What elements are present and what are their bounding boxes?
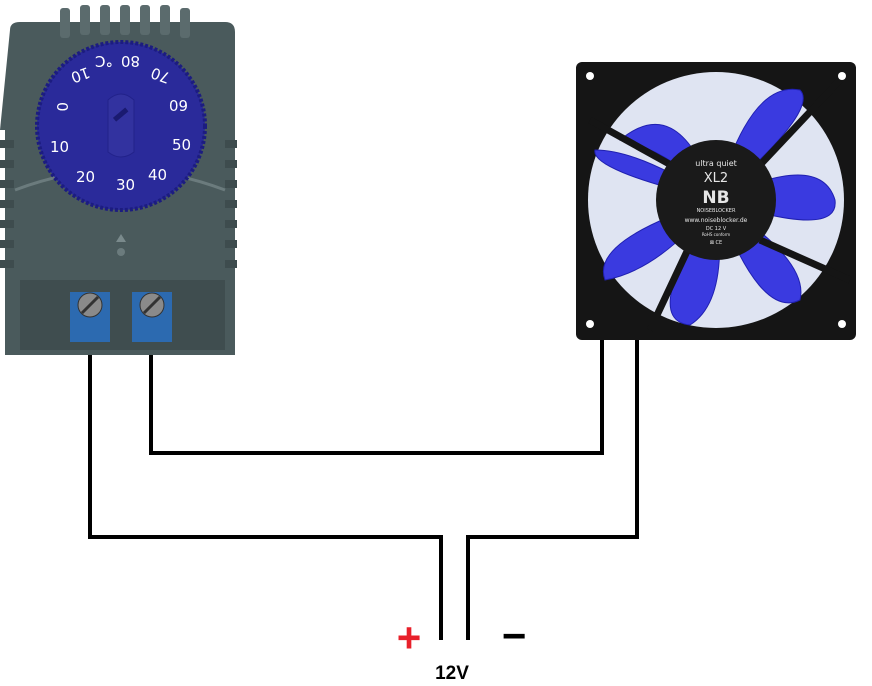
fan-marks: ⊠ CE: [710, 240, 722, 246]
minus-sign: −: [502, 612, 527, 659]
dial-scale: 0 10 20 30 40 50 60 70 80 °C 10: [50, 52, 191, 194]
thermostat: 0 10 20 30 40 50 60 70 80 °C 10: [0, 5, 237, 355]
fan-url: www.noiseblocker.de: [685, 217, 748, 224]
wire-thermostat-to-plus: [88, 340, 443, 640]
dial-number: 60: [169, 96, 188, 114]
fan: ultra quiet XL2 NB NOISEBLOCKER www.nois…: [576, 62, 856, 340]
dial-number: 10: [68, 63, 92, 86]
dial-number: 80: [121, 52, 140, 70]
fan-rohs: RoHS conform: [702, 232, 730, 237]
dial-number: 40: [148, 166, 167, 184]
dial-number: 70: [148, 63, 172, 86]
power-supply: + − 12V: [397, 612, 527, 684]
plus-sign: +: [397, 614, 422, 661]
fan-label-line1: ultra quiet: [695, 159, 737, 168]
dial-number: 30: [116, 176, 135, 194]
terminal-screw-left: [70, 292, 110, 342]
wire-fan-to-minus: [466, 330, 639, 640]
wire-thermostat-to-fan: [149, 330, 604, 455]
wires: [88, 330, 639, 640]
fan-hub: [656, 140, 776, 260]
dial-number: 10: [50, 138, 69, 156]
fan-model: XL2: [704, 171, 728, 186]
dial-number: 0: [53, 102, 71, 112]
fan-logo: NB: [702, 188, 729, 208]
dial-number: 50: [172, 136, 191, 154]
dial-number: °C: [95, 52, 113, 70]
terminal-screw-right: [132, 292, 172, 342]
fan-voltage: DC 12 V: [706, 226, 727, 232]
dial-number: 20: [76, 168, 95, 186]
fan-brand: NOISEBLOCKER: [697, 208, 736, 214]
voltage-label: 12V: [435, 663, 469, 684]
